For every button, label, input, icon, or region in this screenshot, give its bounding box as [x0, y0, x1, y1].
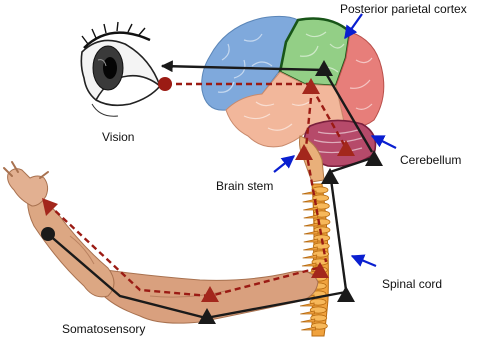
vertebra-process: [301, 319, 315, 322]
vertebra-process: [303, 255, 317, 258]
arrow-to-brain-stem: [274, 156, 294, 172]
label-spinal-cord: Spinal cord: [382, 277, 442, 291]
vertebra-process: [303, 247, 317, 250]
label-cerebellum: Cerebellum: [400, 153, 461, 167]
vertebra-process: [302, 263, 316, 266]
label-vision: Vision: [102, 130, 134, 144]
vertebra-process: [300, 311, 314, 314]
label-brain-stem: Brain stem: [216, 179, 273, 193]
vertebra-process: [304, 239, 318, 242]
vertebra-process: [304, 223, 318, 226]
hand-node: [41, 227, 55, 241]
vision-node: [158, 77, 172, 91]
vertebra-process: [303, 207, 317, 210]
vertebra-process: [300, 303, 314, 306]
label-somatosensory: Somatosensory: [62, 322, 145, 336]
vertebra-process: [304, 231, 318, 234]
vertebra-process: [301, 327, 315, 330]
label-posterior-parietal-cortex: Posterior parietal cortex: [340, 2, 467, 16]
arrow-to-spinal-cord: [352, 256, 376, 266]
eye-icon: [81, 22, 160, 116]
vertebra-process: [304, 215, 318, 218]
